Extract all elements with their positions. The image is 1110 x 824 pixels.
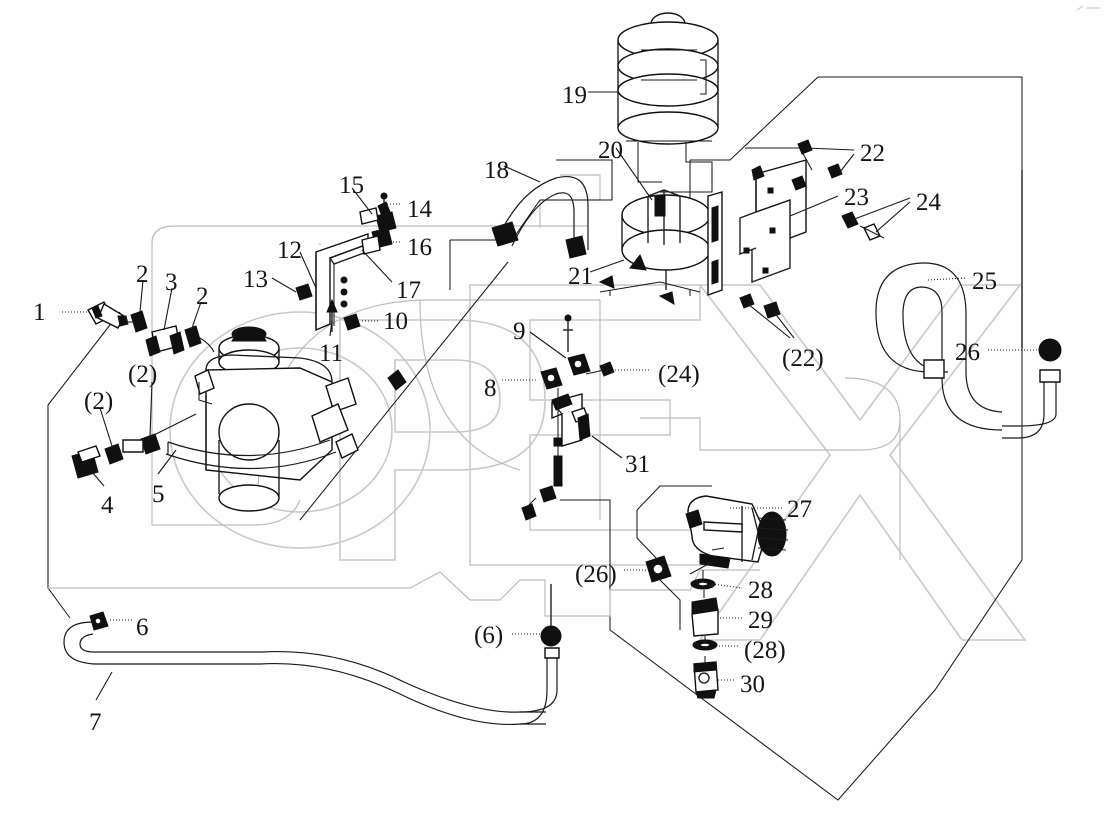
callout-28-b: (28) bbox=[744, 637, 786, 664]
callout-28-a: 28 bbox=[748, 577, 773, 604]
callout-1: 1 bbox=[33, 299, 46, 326]
part-13-fitting bbox=[295, 283, 313, 301]
callout-2-d: (2) bbox=[84, 388, 114, 415]
part-28-washer-lower bbox=[692, 639, 718, 651]
part-7-long-hose bbox=[63, 621, 546, 726]
part-26-node-right bbox=[1038, 338, 1062, 362]
callout-14: 14 bbox=[407, 196, 432, 223]
callout-30: 30 bbox=[740, 671, 765, 698]
callout-23: 23 bbox=[844, 184, 869, 211]
callout-8: 8 bbox=[484, 375, 497, 402]
part-28-washer-upper bbox=[690, 578, 716, 590]
part-10-fitting bbox=[343, 313, 361, 331]
leader-lines bbox=[62, 91, 1038, 701]
callout-4: 4 bbox=[101, 492, 114, 519]
callout-24-b: (24) bbox=[658, 361, 700, 388]
part-22-lower-bolts bbox=[739, 293, 781, 319]
part-29-fitting bbox=[691, 597, 719, 637]
callout-5: 5 bbox=[152, 481, 165, 508]
callout-2-a: 2 bbox=[136, 261, 149, 288]
callout-26-b: (26) bbox=[575, 561, 617, 588]
callout-16: 16 bbox=[407, 234, 432, 261]
callout-24-a: 24 bbox=[916, 189, 941, 216]
part-5-pipe-run bbox=[165, 439, 337, 470]
center-valve-assembly bbox=[194, 326, 359, 512]
part-22-bolts bbox=[751, 139, 843, 191]
part-11-arrow bbox=[326, 298, 338, 332]
part-26-connector-hose bbox=[1002, 170, 1062, 439]
part-3-fitting bbox=[145, 325, 185, 357]
part-24-bolts bbox=[841, 211, 885, 241]
callout-26-a: 26 bbox=[955, 339, 980, 366]
part-8-nut bbox=[540, 367, 563, 390]
part-6-node-left bbox=[89, 611, 109, 631]
callout-12: 12 bbox=[277, 237, 302, 264]
part-6-node-center bbox=[519, 584, 562, 725]
part-25-hose-loop bbox=[875, 262, 1003, 431]
part-31-bracket bbox=[521, 361, 615, 521]
callout-22-a: 22 bbox=[860, 140, 885, 167]
callout-19: 19 bbox=[562, 82, 587, 109]
part-19-outlet-pipes bbox=[637, 142, 713, 193]
callout-2-c: (2) bbox=[128, 361, 158, 388]
callout-7: 7 bbox=[89, 709, 102, 736]
part-4-fitting bbox=[71, 445, 101, 479]
callout-27: 27 bbox=[787, 496, 812, 523]
callout-6-b: (6) bbox=[474, 622, 504, 649]
callout-6-a: 6 bbox=[136, 614, 149, 641]
callout-2-b: 2 bbox=[196, 283, 209, 310]
part-28-29-30-stack-line bbox=[702, 570, 706, 642]
callout-25: 25 bbox=[972, 268, 997, 295]
callout-20: 20 bbox=[598, 137, 623, 164]
part-21-mount-studs bbox=[598, 253, 701, 305]
callout-13: 13 bbox=[243, 266, 268, 293]
corner-mark bbox=[1076, 5, 1100, 11]
part-20-valve-body bbox=[621, 189, 723, 296]
callout-9: 9 bbox=[513, 318, 526, 345]
part-18-hose bbox=[491, 176, 589, 259]
part-14-15-16-fittings bbox=[359, 192, 397, 255]
callout-22-b: (22) bbox=[782, 345, 824, 372]
part-1-fitting bbox=[87, 301, 129, 329]
callout-3: 3 bbox=[165, 269, 178, 296]
callout-29: 29 bbox=[748, 607, 773, 634]
callout-15: 15 bbox=[339, 172, 364, 199]
part-26-node-lower bbox=[645, 555, 672, 583]
part-30-plug bbox=[693, 656, 719, 699]
callout-31: 31 bbox=[625, 451, 650, 478]
part-19-reservoir bbox=[617, 12, 719, 145]
callout-18: 18 bbox=[484, 157, 509, 184]
left-hose-run bbox=[122, 321, 215, 453]
part-9-nut bbox=[567, 353, 591, 376]
callout-11: 11 bbox=[319, 340, 344, 367]
routing-diagonal-line bbox=[299, 261, 509, 521]
callout-10: 10 bbox=[383, 308, 408, 335]
callout-21: 21 bbox=[568, 263, 593, 290]
routing-lines-lower-right bbox=[636, 485, 713, 630]
chassis-lower-step-outline bbox=[48, 377, 901, 617]
part-27-motor bbox=[685, 495, 789, 569]
callout-17: 17 bbox=[396, 277, 421, 304]
part-9-stud bbox=[563, 314, 573, 352]
chassis-main-outline bbox=[47, 76, 1023, 801]
